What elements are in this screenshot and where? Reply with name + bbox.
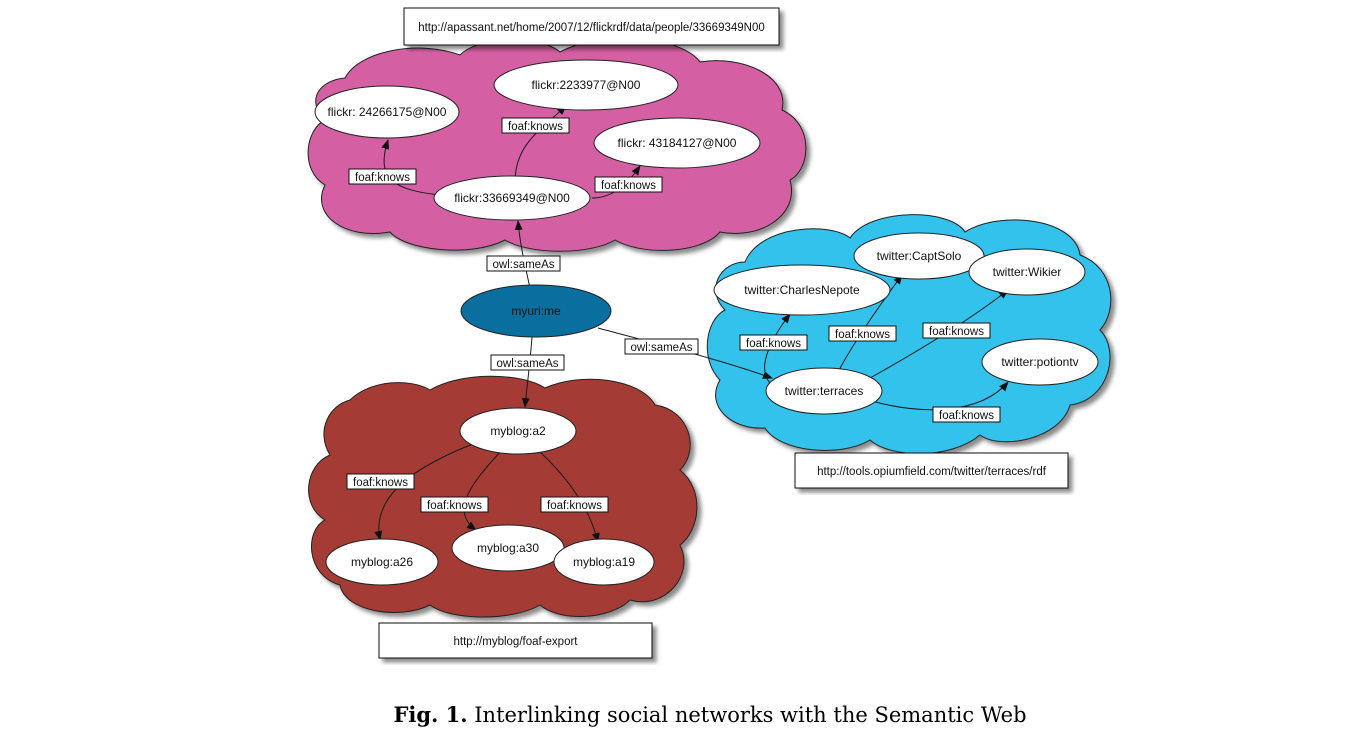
svg-text:myblog:a19: myblog:a19 xyxy=(573,555,635,569)
node-twitter-terraces: twitter:terraces xyxy=(765,367,883,415)
svg-text:flickr: 24266175@N00: flickr: 24266175@N00 xyxy=(328,105,447,119)
node-myblog-a2: myblog:a2 xyxy=(459,407,577,455)
svg-text:owl:sameAs: owl:sameAs xyxy=(497,358,559,370)
svg-text:foaf:knows: foaf:knows xyxy=(355,172,410,184)
svg-text:http://apassant.net/home/2007/: http://apassant.net/home/2007/12/flickrd… xyxy=(418,22,765,34)
svg-text:twitter:CharlesNepote: twitter:CharlesNepote xyxy=(744,283,860,297)
edge-a2-to-a19 xyxy=(539,451,600,543)
caption-text: Interlinking social networks with the Se… xyxy=(474,703,1027,727)
edge-label: owl:sameAs xyxy=(490,354,565,371)
svg-text:flickr: 43184127@N00: flickr: 43184127@N00 xyxy=(618,136,737,150)
svg-text:twitter:Wikier: twitter:Wikier xyxy=(993,265,1062,279)
svg-text:twitter:CaptSolo: twitter:CaptSolo xyxy=(877,249,962,263)
edge-label: foaf:knows xyxy=(420,496,489,513)
svg-text:foaf:knows: foaf:knows xyxy=(939,410,994,422)
svg-text:myuri:me: myuri:me xyxy=(511,304,561,318)
caption-label: Fig. 1. xyxy=(393,702,468,727)
svg-text:foaf:knows: foaf:knows xyxy=(353,477,408,489)
svg-text:foaf:knows: foaf:knows xyxy=(508,121,563,133)
node-flickr-24266175: flickr: 24266175@N00 xyxy=(314,85,460,139)
edge-label: foaf:knows xyxy=(540,496,609,513)
node-flickr-2233977: flickr:2233977@N00 xyxy=(493,59,679,111)
edge-a2-to-a30 xyxy=(463,451,501,531)
edge-label: owl:sameAs xyxy=(624,338,699,355)
edge-myuri-to-blog xyxy=(521,336,533,408)
node-myuri-me: myuri:me xyxy=(460,284,612,338)
source-box-blog: http://myblog/foaf-export xyxy=(378,622,653,659)
edge-33669349-to-2233977 xyxy=(514,105,567,183)
svg-text:http://myblog/foaf-export: http://myblog/foaf-export xyxy=(453,636,578,648)
edge-label: foaf:knows xyxy=(501,117,570,134)
svg-text:twitter:potiontv: twitter:potiontv xyxy=(1001,355,1078,369)
edge-label: foaf:knows xyxy=(828,325,897,342)
source-box-twitter: http://tools.opiumfield.com/twitter/terr… xyxy=(794,452,1069,489)
svg-text:foaf:knows: foaf:knows xyxy=(929,326,984,338)
svg-text:foaf:knows: foaf:knows xyxy=(746,338,801,350)
node-twitter-wikier: twitter:Wikier xyxy=(968,248,1086,296)
svg-text:owl:sameAs: owl:sameAs xyxy=(631,342,693,354)
svg-text:myblog:a30: myblog:a30 xyxy=(477,541,539,555)
svg-text:foaf:knows: foaf:knows xyxy=(427,500,482,512)
edge-label: foaf:knows xyxy=(346,473,415,490)
node-myblog-a19: myblog:a19 xyxy=(553,538,655,586)
svg-text:flickr:33669349@N00: flickr:33669349@N00 xyxy=(454,191,570,205)
edge-label: owl:sameAs xyxy=(486,255,561,272)
svg-text:twitter:terraces: twitter:terraces xyxy=(785,384,864,398)
node-flickr-43184127: flickr: 43184127@N00 xyxy=(593,117,761,169)
svg-text:owl:sameAs: owl:sameAs xyxy=(493,259,555,271)
node-myblog-a26: myblog:a26 xyxy=(325,538,439,586)
node-twitter-captsolo: twitter:CaptSolo xyxy=(853,232,985,280)
svg-text:myblog:a2: myblog:a2 xyxy=(490,424,546,438)
node-flickr-33669349: flickr:33669349@N00 xyxy=(433,175,591,221)
node-myblog-a30: myblog:a30 xyxy=(451,524,565,572)
svg-text:foaf:knows: foaf:knows xyxy=(547,500,602,512)
node-twitter-potiontv: twitter:potiontv xyxy=(981,338,1099,386)
svg-text:foaf:knows: foaf:knows xyxy=(601,180,656,192)
edge-terraces-to-captsolo xyxy=(837,274,903,373)
edge-label: foaf:knows xyxy=(594,176,663,193)
edge-terraces-to-charlesnepote xyxy=(764,313,791,386)
edge-label: foaf:knows xyxy=(348,168,417,185)
svg-text:myblog:a26: myblog:a26 xyxy=(351,555,413,569)
svg-text:http://tools.opiumfield.com/tw: http://tools.opiumfield.com/twitter/terr… xyxy=(817,466,1047,478)
edge-label: foaf:knows xyxy=(922,322,991,339)
edge-label: foaf:knows xyxy=(932,406,1001,423)
edge-label: foaf:knows xyxy=(739,334,808,351)
edge-myuri-to-flickr xyxy=(514,220,531,289)
node-twitter-charlesnepote: twitter:CharlesNepote xyxy=(713,264,891,316)
svg-text:flickr:2233977@N00: flickr:2233977@N00 xyxy=(532,78,641,92)
source-box-flickr: http://apassant.net/home/2007/12/flickrd… xyxy=(403,7,780,46)
svg-text:foaf:knows: foaf:knows xyxy=(835,329,890,341)
figure-caption: Fig. 1. Interlinking social networks wit… xyxy=(0,702,1357,727)
